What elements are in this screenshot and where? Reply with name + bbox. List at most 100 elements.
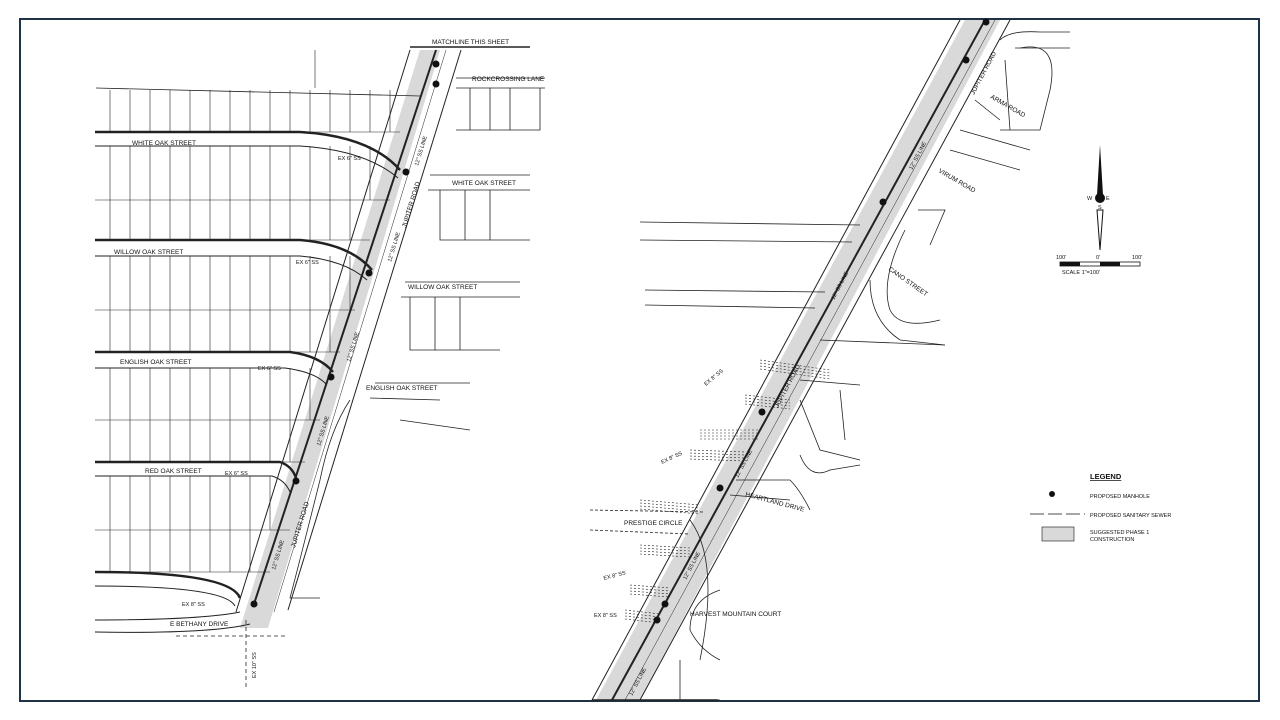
ex-service-line	[624, 618, 661, 624]
compass-e: E	[1106, 196, 1110, 202]
misc-line	[95, 87, 421, 97]
sewer-label: EX 8" SS	[182, 602, 205, 608]
scale-left: 100'	[1056, 255, 1066, 261]
street-label-english-oak-east: ENGLISH OAK STREET	[366, 385, 438, 392]
legend-item-manhole: PROPOSED MANHOLE	[1090, 494, 1150, 500]
north-arrow-icon	[1097, 145, 1103, 195]
south-arrow-icon	[1096, 209, 1104, 251]
matchline-label: MATCHLINE THIS SHEET	[432, 39, 509, 46]
ex-service-line	[639, 550, 691, 555]
street-label-white-oak-west: WHITE OAK STREET	[132, 140, 196, 147]
ex-service-line	[629, 584, 671, 589]
north-arrow: N S E W	[1087, 145, 1110, 251]
ex-service-line	[744, 400, 791, 407]
manhole	[402, 168, 410, 176]
ex-service-line	[689, 452, 746, 456]
sewer-label: EX 8" SS	[603, 570, 627, 582]
ex-service-line	[629, 593, 671, 598]
phase1-symbol-icon	[1041, 526, 1075, 542]
sewer-label: EX 8" SS	[660, 451, 683, 466]
left-sheet	[94, 46, 545, 690]
legend: LEGEND PROPOSED MANHOLE PROPOSED SANITAR…	[1030, 472, 1171, 543]
west-streets	[94, 130, 401, 633]
manhole	[982, 18, 990, 26]
manhole	[879, 198, 887, 206]
manholes-right	[653, 18, 990, 624]
ex-service-line	[629, 587, 671, 592]
manhole	[716, 484, 724, 492]
compass-rose-icon	[1095, 193, 1105, 203]
scale-text: SCALE 1"=100'	[1062, 270, 1100, 276]
sewer-label: EX 6" SS	[258, 366, 281, 372]
ex-service-line	[639, 547, 691, 552]
street-label-harvest: HARVEST MOUNTAIN COURT	[690, 611, 781, 618]
ex-service-line	[639, 502, 701, 509]
manhole	[365, 269, 373, 277]
west-parcels-right	[589, 221, 861, 701]
legend-title: LEGEND	[1090, 472, 1122, 481]
manhole	[661, 600, 669, 608]
ex-service-line	[639, 544, 691, 549]
ex-service-line	[629, 590, 671, 595]
legend-item-phase1: SUGGESTED PHASE 1	[1090, 530, 1149, 536]
street-label-willow-oak-east: WILLOW OAK STREET	[408, 284, 477, 291]
scale-right: 100'	[1132, 255, 1142, 261]
sewer-label: EX 10" SS	[252, 652, 258, 678]
street-label-willow-oak-west: WILLOW OAK STREET	[114, 249, 183, 256]
manholes-left	[250, 60, 440, 608]
street-label-red-oak: RED OAK STREET	[145, 468, 202, 475]
west-lot-grid	[95, 90, 400, 573]
right-sheet	[589, 18, 1070, 701]
road-label-jupiter: JUPITER ROAD	[401, 181, 422, 229]
road-centerline	[273, 49, 447, 613]
scale-bar: 100' 0' 100' SCALE 1"=100'	[1056, 255, 1142, 276]
manhole	[292, 477, 300, 485]
ex-service-line	[744, 403, 791, 410]
street-label-cano: CANO STREET	[887, 266, 929, 298]
proposed-sewer-right	[611, 19, 986, 701]
street-label-white-oak-east: WHITE OAK STREET	[452, 180, 516, 187]
legend-item-phase1-line2: CONSTRUCTION	[1090, 537, 1134, 543]
ex-service-line	[639, 505, 701, 512]
street-label-rockcrossing: ROCKCROSSING LANE	[472, 76, 545, 83]
street-label-english-oak-west: ENGLISH OAK STREET	[120, 359, 192, 366]
manhole	[250, 600, 258, 608]
compass-s: S	[1098, 205, 1102, 211]
manhole	[327, 373, 335, 381]
ex-service-line	[639, 553, 691, 558]
proposed-sewer-left	[253, 49, 437, 605]
manhole	[962, 56, 970, 64]
manhole	[758, 408, 766, 416]
road-centerline	[624, 19, 996, 701]
road-edge	[639, 19, 1011, 701]
street-label-virum: VIRUM ROAD	[937, 168, 977, 195]
ex-service-line	[744, 394, 791, 401]
manhole	[432, 80, 440, 88]
manhole-symbol-icon	[1049, 491, 1055, 497]
east-streets-right	[679, 31, 1070, 701]
ex-service-line	[744, 397, 791, 404]
road-edge	[235, 49, 411, 613]
compass-w: W	[1087, 196, 1093, 202]
manhole	[653, 616, 661, 624]
ex-service-hatching	[624, 359, 831, 624]
east-streets	[289, 77, 545, 599]
compass-n: N	[1098, 186, 1102, 192]
ex-service-line	[689, 455, 746, 459]
sewer-label: EX 8" SS	[594, 613, 617, 619]
ex-service-line	[624, 609, 661, 615]
phase1-band-left	[240, 50, 440, 628]
manhole	[432, 60, 440, 68]
road-edge	[591, 19, 961, 701]
ex-service-line	[624, 612, 661, 618]
legend-item-sewer: PROPOSED SANITARY SEWER	[1090, 513, 1171, 519]
ex-service-line	[689, 449, 746, 453]
sewer-label: EX 6" SS	[296, 260, 319, 266]
street-label-heartland: HEARTLAND DRIVE	[744, 491, 805, 514]
sewer-label: EX 6" SS	[225, 471, 248, 477]
scale-mid: 0'	[1096, 255, 1100, 261]
sewer-label: EX 6" SS	[338, 156, 361, 162]
ex-service-line	[689, 458, 746, 462]
